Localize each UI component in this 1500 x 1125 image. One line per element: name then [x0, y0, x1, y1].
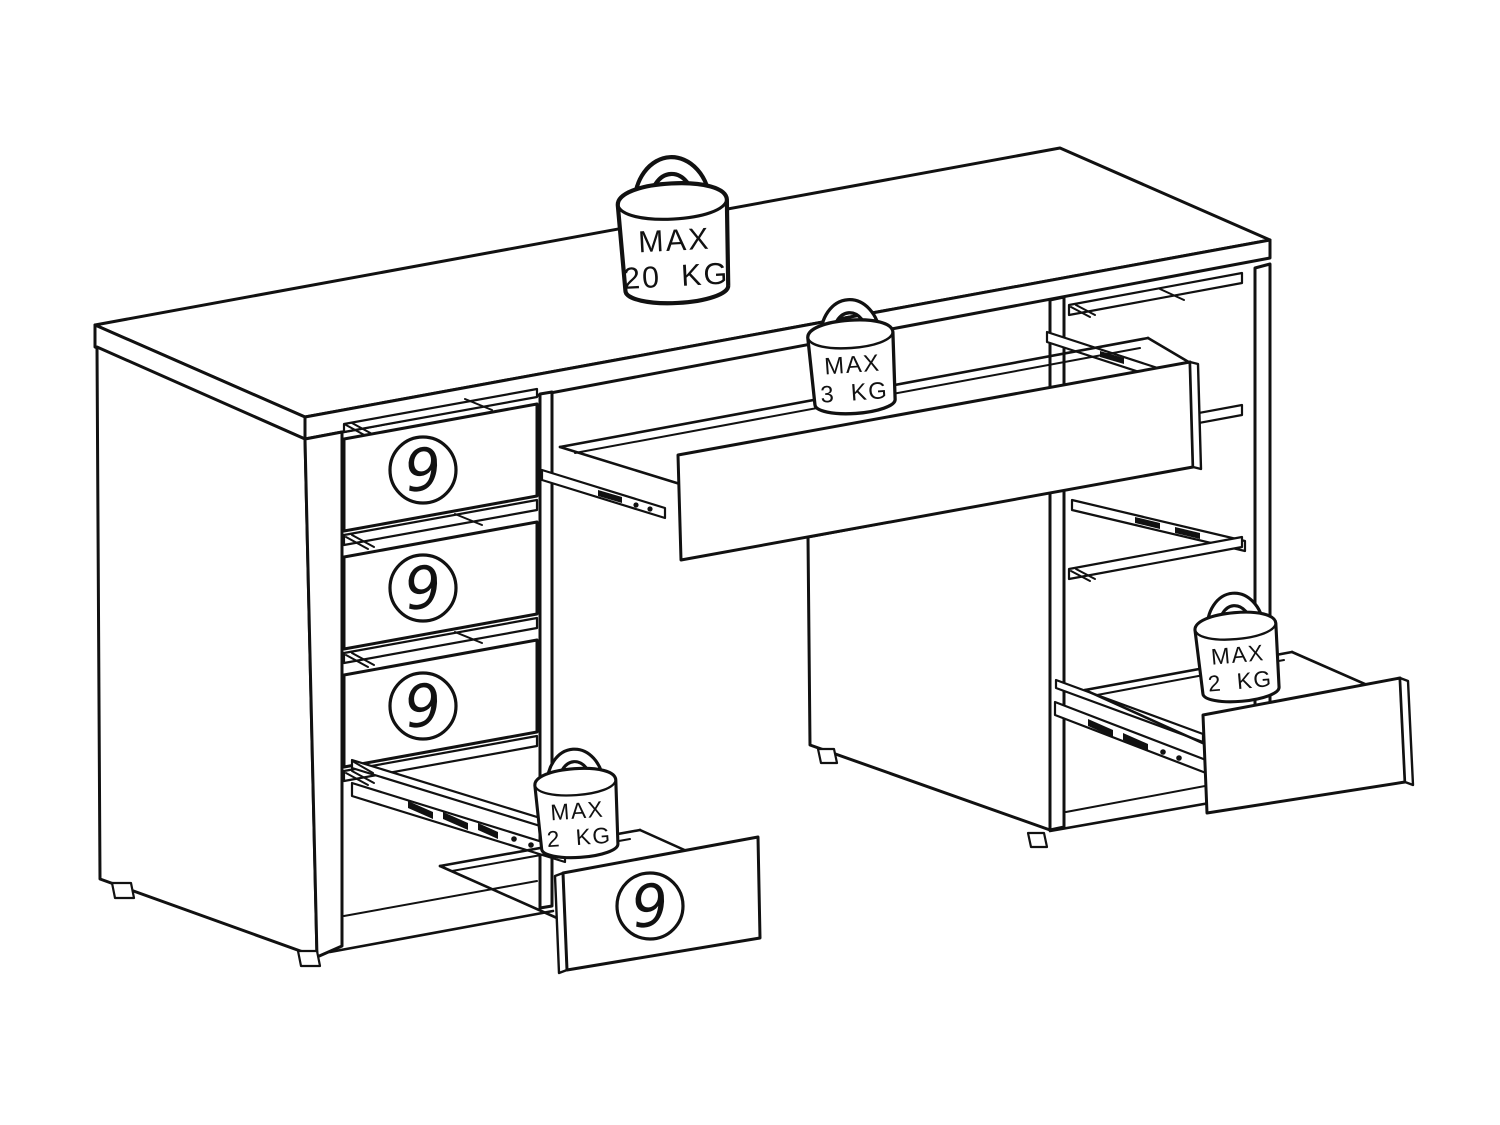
- max-load-text: MAX: [1210, 640, 1266, 670]
- max-load-lock-center-drawer: MAX 3 KG: [803, 295, 901, 419]
- rail-tick: [353, 761, 374, 774]
- slide-dash: [478, 823, 498, 839]
- max-load-value: 2 KG: [546, 823, 612, 852]
- slide-screw-dot: [511, 836, 517, 842]
- pedestal-bottom-shelf-edge: [343, 880, 538, 917]
- drawer-box-side-rim: [1146, 336, 1194, 366]
- part-number-label: 9: [401, 552, 445, 623]
- part-number-badge: [388, 435, 458, 505]
- slide-dash: [1088, 719, 1113, 737]
- rail-beam: [342, 616, 539, 665]
- center-drawer-panel-side: [1188, 360, 1203, 471]
- max-load-value: 3 KG: [819, 377, 889, 409]
- slide-screw-dot: [1176, 755, 1182, 761]
- left-open-drawer: 9: [350, 758, 762, 975]
- rail-tick: [1070, 288, 1185, 318]
- divider-front-strip: [1048, 295, 1066, 832]
- rail-beam: [1067, 271, 1244, 317]
- rail-tick: [345, 770, 375, 786]
- rail-beam: [342, 734, 539, 783]
- part-number-label: 9: [401, 670, 445, 741]
- slide-dash: [1123, 733, 1148, 751]
- slide-screw-dot: [1160, 749, 1166, 755]
- drawer-box-side-rim: [1083, 688, 1209, 747]
- slide-dash: [443, 812, 468, 830]
- right-open-drawer: [1053, 650, 1415, 815]
- part-number-badge: [388, 553, 458, 623]
- part-number-label: 9: [401, 434, 445, 505]
- drawer-box-side-rim: [558, 445, 682, 486]
- left-panel-outer-face: [95, 345, 319, 959]
- rail-tick: [345, 631, 483, 668]
- slide-dash: [1135, 517, 1160, 529]
- rail-beam: [342, 387, 539, 434]
- divider-inner-face: [806, 490, 1052, 832]
- desk-foot: [110, 881, 136, 900]
- drawer-panel-side: [1398, 676, 1415, 787]
- slide-dash: [598, 490, 622, 503]
- desk-foot: [1026, 831, 1049, 849]
- max-load-text: MAX: [550, 797, 605, 826]
- max-load-value: 20 KG: [622, 256, 730, 296]
- max-load-text: MAX: [823, 350, 881, 381]
- desk-foot: [296, 949, 322, 968]
- slide-dash: [1175, 527, 1200, 539]
- rail-tick: [345, 513, 483, 550]
- rail-beam: [1067, 535, 1244, 581]
- slide-screw-dot: [633, 502, 639, 508]
- rail-tick: [1070, 568, 1096, 582]
- left-panel-front-strip: [303, 430, 344, 959]
- drawer-box-side-rim: [438, 864, 568, 924]
- slide-dash: [408, 801, 433, 819]
- part-number-badge: [615, 871, 685, 941]
- desk-foot: [816, 747, 839, 765]
- center-open-drawer: [540, 330, 1203, 562]
- max-load-lock-left-drawer: MAX 2 KG: [530, 744, 623, 862]
- part-number-label: 9: [628, 870, 672, 941]
- pedestal-bottom-edge: [328, 909, 555, 954]
- max-load-lock-desktop: MAX 20 KG: [615, 154, 732, 305]
- left-side-panel: [95, 345, 344, 968]
- slide-screw-dot: [647, 506, 653, 512]
- left-drawer-pedestal: 9 9 9: [328, 387, 555, 954]
- max-load-lock-right-drawer: MAX 2 KG: [1190, 588, 1284, 707]
- rail-beam: [342, 498, 539, 547]
- slide-screw-dot: [528, 842, 534, 848]
- max-load-text: MAX: [637, 222, 711, 260]
- part-number-badge: [388, 671, 458, 741]
- max-load-value: 2 KG: [1207, 666, 1274, 697]
